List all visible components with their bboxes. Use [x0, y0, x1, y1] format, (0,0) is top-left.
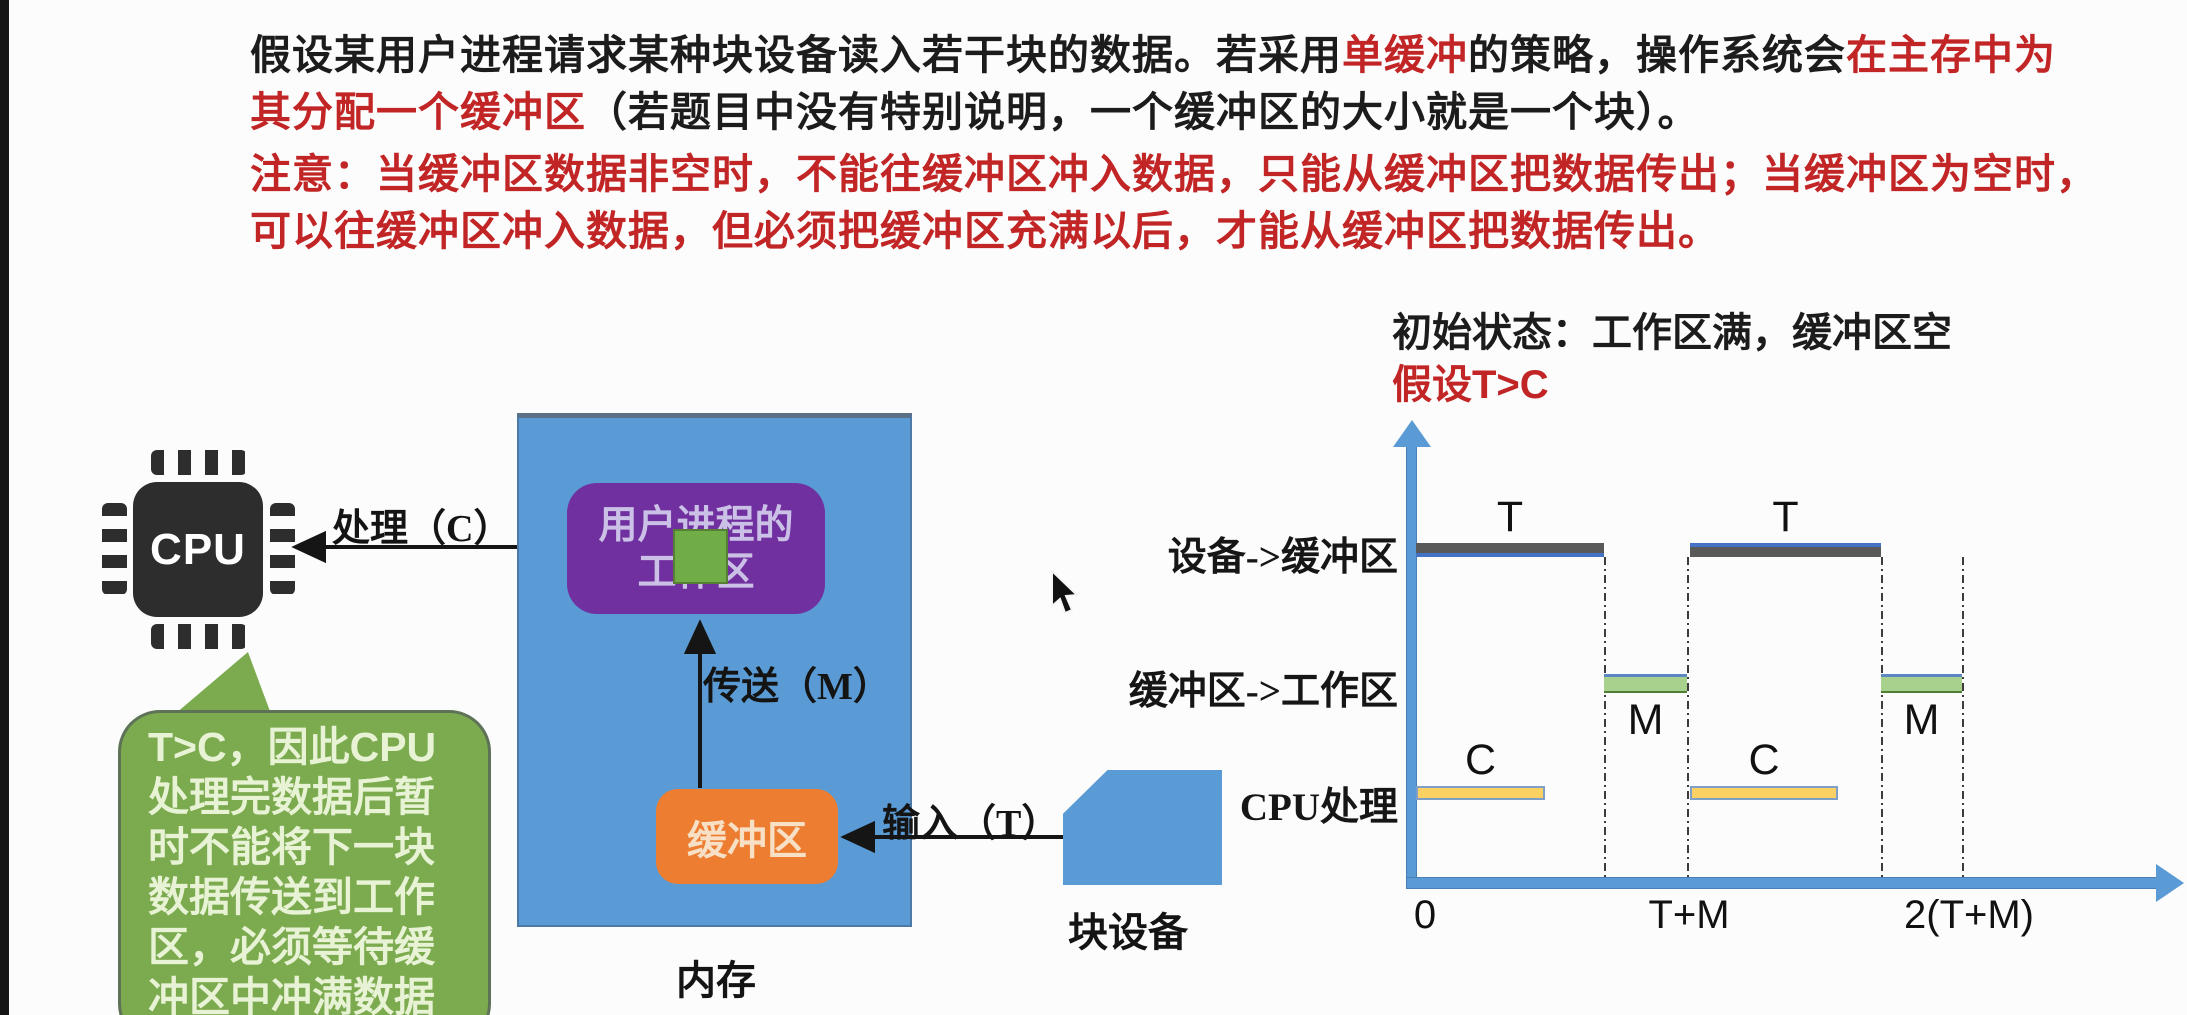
cpu-pins-left: [102, 503, 127, 595]
chart-bar-M: [1881, 674, 1962, 693]
chart-tick-label: T+M: [1648, 893, 1730, 937]
chart-bar-C: [1416, 786, 1545, 800]
data-block-square: [673, 529, 728, 584]
speech-bubble-tail: [175, 652, 271, 714]
cpu-chip-icon: CPU: [133, 482, 263, 617]
chart-row-label: 设备->缓冲区: [1167, 536, 1398, 579]
chart-segment-label: M: [1903, 696, 1940, 744]
watermark-text: 王道考研/CSKAOYAN.COM: [1692, 1002, 2187, 1015]
speech-bubble: [118, 710, 491, 1015]
buffer-box: 缓冲区: [656, 789, 838, 884]
process-c-label: 处理（C）: [332, 508, 512, 550]
chart-segment-label: C: [1748, 736, 1780, 784]
chart-x-axis-arrowhead: [2156, 864, 2184, 902]
cpu-label: CPU: [150, 524, 246, 574]
chart-row-label: 缓冲区->工作区: [1128, 670, 1398, 713]
chart-gridline: [1687, 557, 1689, 877]
chart-row-label: CPU处理: [1239, 786, 1398, 829]
chart-bar-T: [1416, 543, 1604, 557]
chart-segment-label: M: [1627, 696, 1664, 744]
chart-bar-T: [1690, 543, 1881, 557]
user-process-workarea-box: 用户进程的工作区: [567, 483, 825, 614]
cpu-pins-bottom: [151, 624, 247, 649]
assumption-text: 假设T>C: [1392, 363, 1549, 407]
chart-tick-label: 2(T+M): [1904, 893, 2034, 937]
cpu-pins-top: [151, 450, 247, 475]
block-device-shape: [1063, 770, 1222, 885]
initial-state-text: 初始状态：工作区满，缓冲区空: [1392, 310, 1952, 355]
note-paragraph: 注意：当缓冲区数据非空时，不能往缓冲区冲入数据，只能从缓冲区把数据传出；当缓冲区…: [250, 151, 2098, 254]
chart-x-axis: [1406, 877, 2158, 889]
chart-gridline: [1881, 557, 1883, 877]
chart-tick-label: 0: [1413, 893, 1437, 937]
arrow-process-head: [291, 530, 326, 564]
transfer-m-label: 传送（M）: [703, 666, 891, 708]
chart-segment-label: T: [1772, 493, 1799, 541]
cpu-pins-right: [270, 503, 295, 595]
intro-paragraph: 假设某用户进程请求某种块设备读入若干块的数据。若采用单缓冲的策略，操作系统会在主…: [250, 32, 2056, 135]
chart-segment-label: C: [1464, 736, 1497, 784]
buffer-label: 缓冲区: [687, 817, 807, 863]
chart-y-axis: [1406, 444, 1417, 884]
chart-segment-label: T: [1496, 493, 1524, 541]
mouse-cursor: [1051, 570, 1080, 615]
chart-gridline: [1962, 557, 1964, 877]
chart-gridline: [1604, 557, 1606, 877]
chart-y-axis-arrowhead: [1393, 420, 1431, 447]
memory-label: 内存: [676, 958, 756, 1003]
chart-bar-M: [1604, 674, 1687, 693]
left-edge-strip: [0, 0, 9, 1015]
chart-bar-C: [1690, 786, 1838, 800]
block-device-label: 块设备: [1068, 910, 1188, 955]
